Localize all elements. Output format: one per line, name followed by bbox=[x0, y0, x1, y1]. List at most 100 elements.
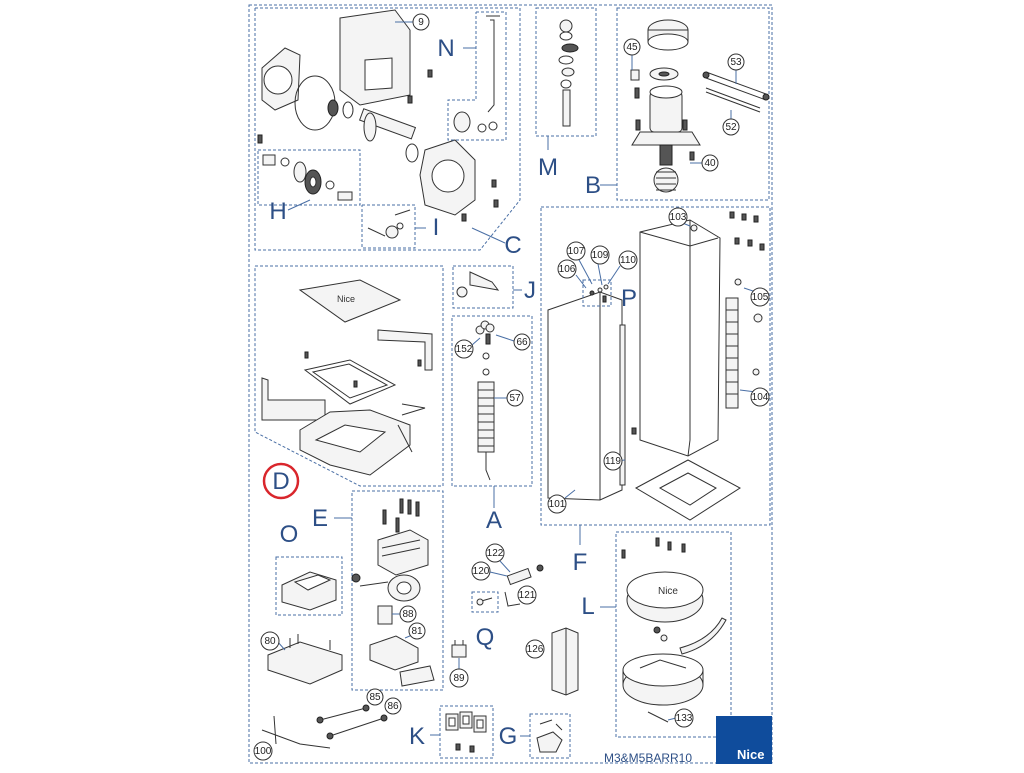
part-label-66: 66 bbox=[516, 337, 528, 348]
svg-text:Nice: Nice bbox=[658, 586, 678, 597]
part-bubble-89 bbox=[449, 668, 469, 688]
highlight-circle-d bbox=[262, 462, 300, 500]
part-label-126: 126 bbox=[527, 644, 544, 655]
part-label-88: 88 bbox=[402, 609, 414, 620]
group-i bbox=[361, 204, 416, 249]
part-bubble-110 bbox=[618, 250, 638, 270]
part-bubble-85 bbox=[366, 688, 384, 706]
part-bubble-45 bbox=[623, 38, 641, 56]
group-p bbox=[582, 279, 612, 307]
part-bubble-53 bbox=[727, 53, 745, 71]
group-j bbox=[452, 265, 514, 309]
part-label-133: 133 bbox=[676, 713, 693, 724]
part-label-109: 109 bbox=[592, 250, 609, 261]
leader-h bbox=[287, 199, 311, 211]
group-label-d: D bbox=[272, 468, 289, 495]
group-o bbox=[275, 556, 361, 616]
group-label-j: J bbox=[524, 277, 536, 304]
cables bbox=[261, 704, 388, 749]
group-label-f: F bbox=[573, 549, 588, 576]
part-label-80: 80 bbox=[264, 636, 276, 647]
part-bubble-122 bbox=[485, 543, 505, 563]
part-bubble-66 bbox=[513, 333, 531, 351]
part-label-45: 45 bbox=[626, 42, 638, 53]
group-label-h: H bbox=[269, 198, 286, 225]
part-bubble-120 bbox=[471, 561, 491, 581]
group-h bbox=[257, 149, 361, 206]
part-label-106: 106 bbox=[559, 264, 576, 275]
group-b bbox=[616, 7, 770, 201]
group-q bbox=[471, 564, 544, 613]
group-e bbox=[351, 490, 444, 691]
part-126-post bbox=[551, 627, 579, 696]
part-bubble-101 bbox=[547, 494, 567, 514]
group-label-k: K bbox=[409, 723, 425, 750]
part-label-9: 9 bbox=[418, 17, 424, 28]
part-label-121: 121 bbox=[519, 590, 536, 601]
group-label-l: L bbox=[581, 593, 594, 620]
part-label-100: 100 bbox=[255, 746, 272, 757]
svg-text:Nice: Nice bbox=[337, 294, 355, 304]
part-bubble-57 bbox=[506, 389, 524, 407]
part-bubble-88 bbox=[399, 605, 417, 623]
part-label-105: 105 bbox=[752, 292, 769, 303]
group-f bbox=[540, 206, 771, 526]
group-c bbox=[254, 7, 521, 251]
leader-c bbox=[471, 227, 506, 244]
group-a bbox=[451, 315, 533, 487]
part-bubble-126 bbox=[525, 639, 545, 659]
outer-frame bbox=[248, 4, 773, 764]
part-label-120: 120 bbox=[473, 566, 490, 577]
part-bubble-107 bbox=[566, 241, 586, 261]
group-label-c: C bbox=[504, 232, 521, 259]
group-g bbox=[529, 713, 571, 759]
part-label-110: 110 bbox=[620, 255, 636, 266]
group-label-a: A bbox=[486, 507, 502, 534]
part-label-122: 122 bbox=[487, 548, 504, 559]
part-bubble-105 bbox=[750, 287, 770, 307]
part-bubble-81 bbox=[408, 622, 426, 640]
part-bubble-109 bbox=[590, 245, 610, 265]
part-label-103: 103 bbox=[670, 212, 687, 223]
brand-logo-text: Nice bbox=[737, 747, 764, 762]
part-label-85: 85 bbox=[369, 692, 381, 703]
group-label-b: B bbox=[585, 172, 601, 199]
group-n bbox=[447, 11, 507, 141]
group-label-e: E bbox=[312, 505, 328, 532]
drawing-code: M3&M5BARR10 bbox=[604, 751, 692, 765]
group-label-p: P bbox=[621, 285, 637, 312]
part-label-57: 57 bbox=[509, 393, 521, 404]
group-label-g: G bbox=[499, 723, 518, 750]
group-k bbox=[439, 705, 494, 759]
part-label-152: 152 bbox=[456, 344, 473, 355]
group-label-m: M bbox=[538, 154, 558, 181]
part-80-bracket bbox=[267, 634, 343, 685]
part-bubble-121 bbox=[517, 585, 537, 605]
group-label-n: N bbox=[437, 35, 454, 62]
group-label-q: Q bbox=[476, 624, 495, 651]
part-label-52: 52 bbox=[725, 122, 737, 133]
part-bubble-103 bbox=[668, 207, 688, 227]
group-label-o: O bbox=[280, 521, 299, 548]
group-m bbox=[535, 7, 597, 137]
part-bubble-152 bbox=[454, 339, 474, 359]
part-bubble-106 bbox=[557, 259, 577, 279]
part-bubble-86 bbox=[384, 697, 402, 715]
part-label-104: 104 bbox=[752, 392, 769, 403]
part-bubble-119 bbox=[603, 451, 623, 471]
part-bubble-100 bbox=[253, 741, 273, 761]
part-bubble-9 bbox=[412, 13, 430, 31]
part-bubble-52 bbox=[722, 118, 740, 136]
group-l: Nice bbox=[615, 531, 732, 738]
group-d: Nice bbox=[254, 265, 444, 487]
brand-logo: Nice bbox=[716, 716, 772, 764]
part-label-40: 40 bbox=[704, 158, 716, 169]
part-label-119: 119 bbox=[605, 456, 621, 467]
part-label-89: 89 bbox=[453, 673, 465, 684]
part-bubble-104 bbox=[750, 387, 770, 407]
part-bubble-80 bbox=[260, 631, 280, 651]
part-label-101: 101 bbox=[549, 499, 566, 510]
part-label-86: 86 bbox=[387, 701, 399, 712]
